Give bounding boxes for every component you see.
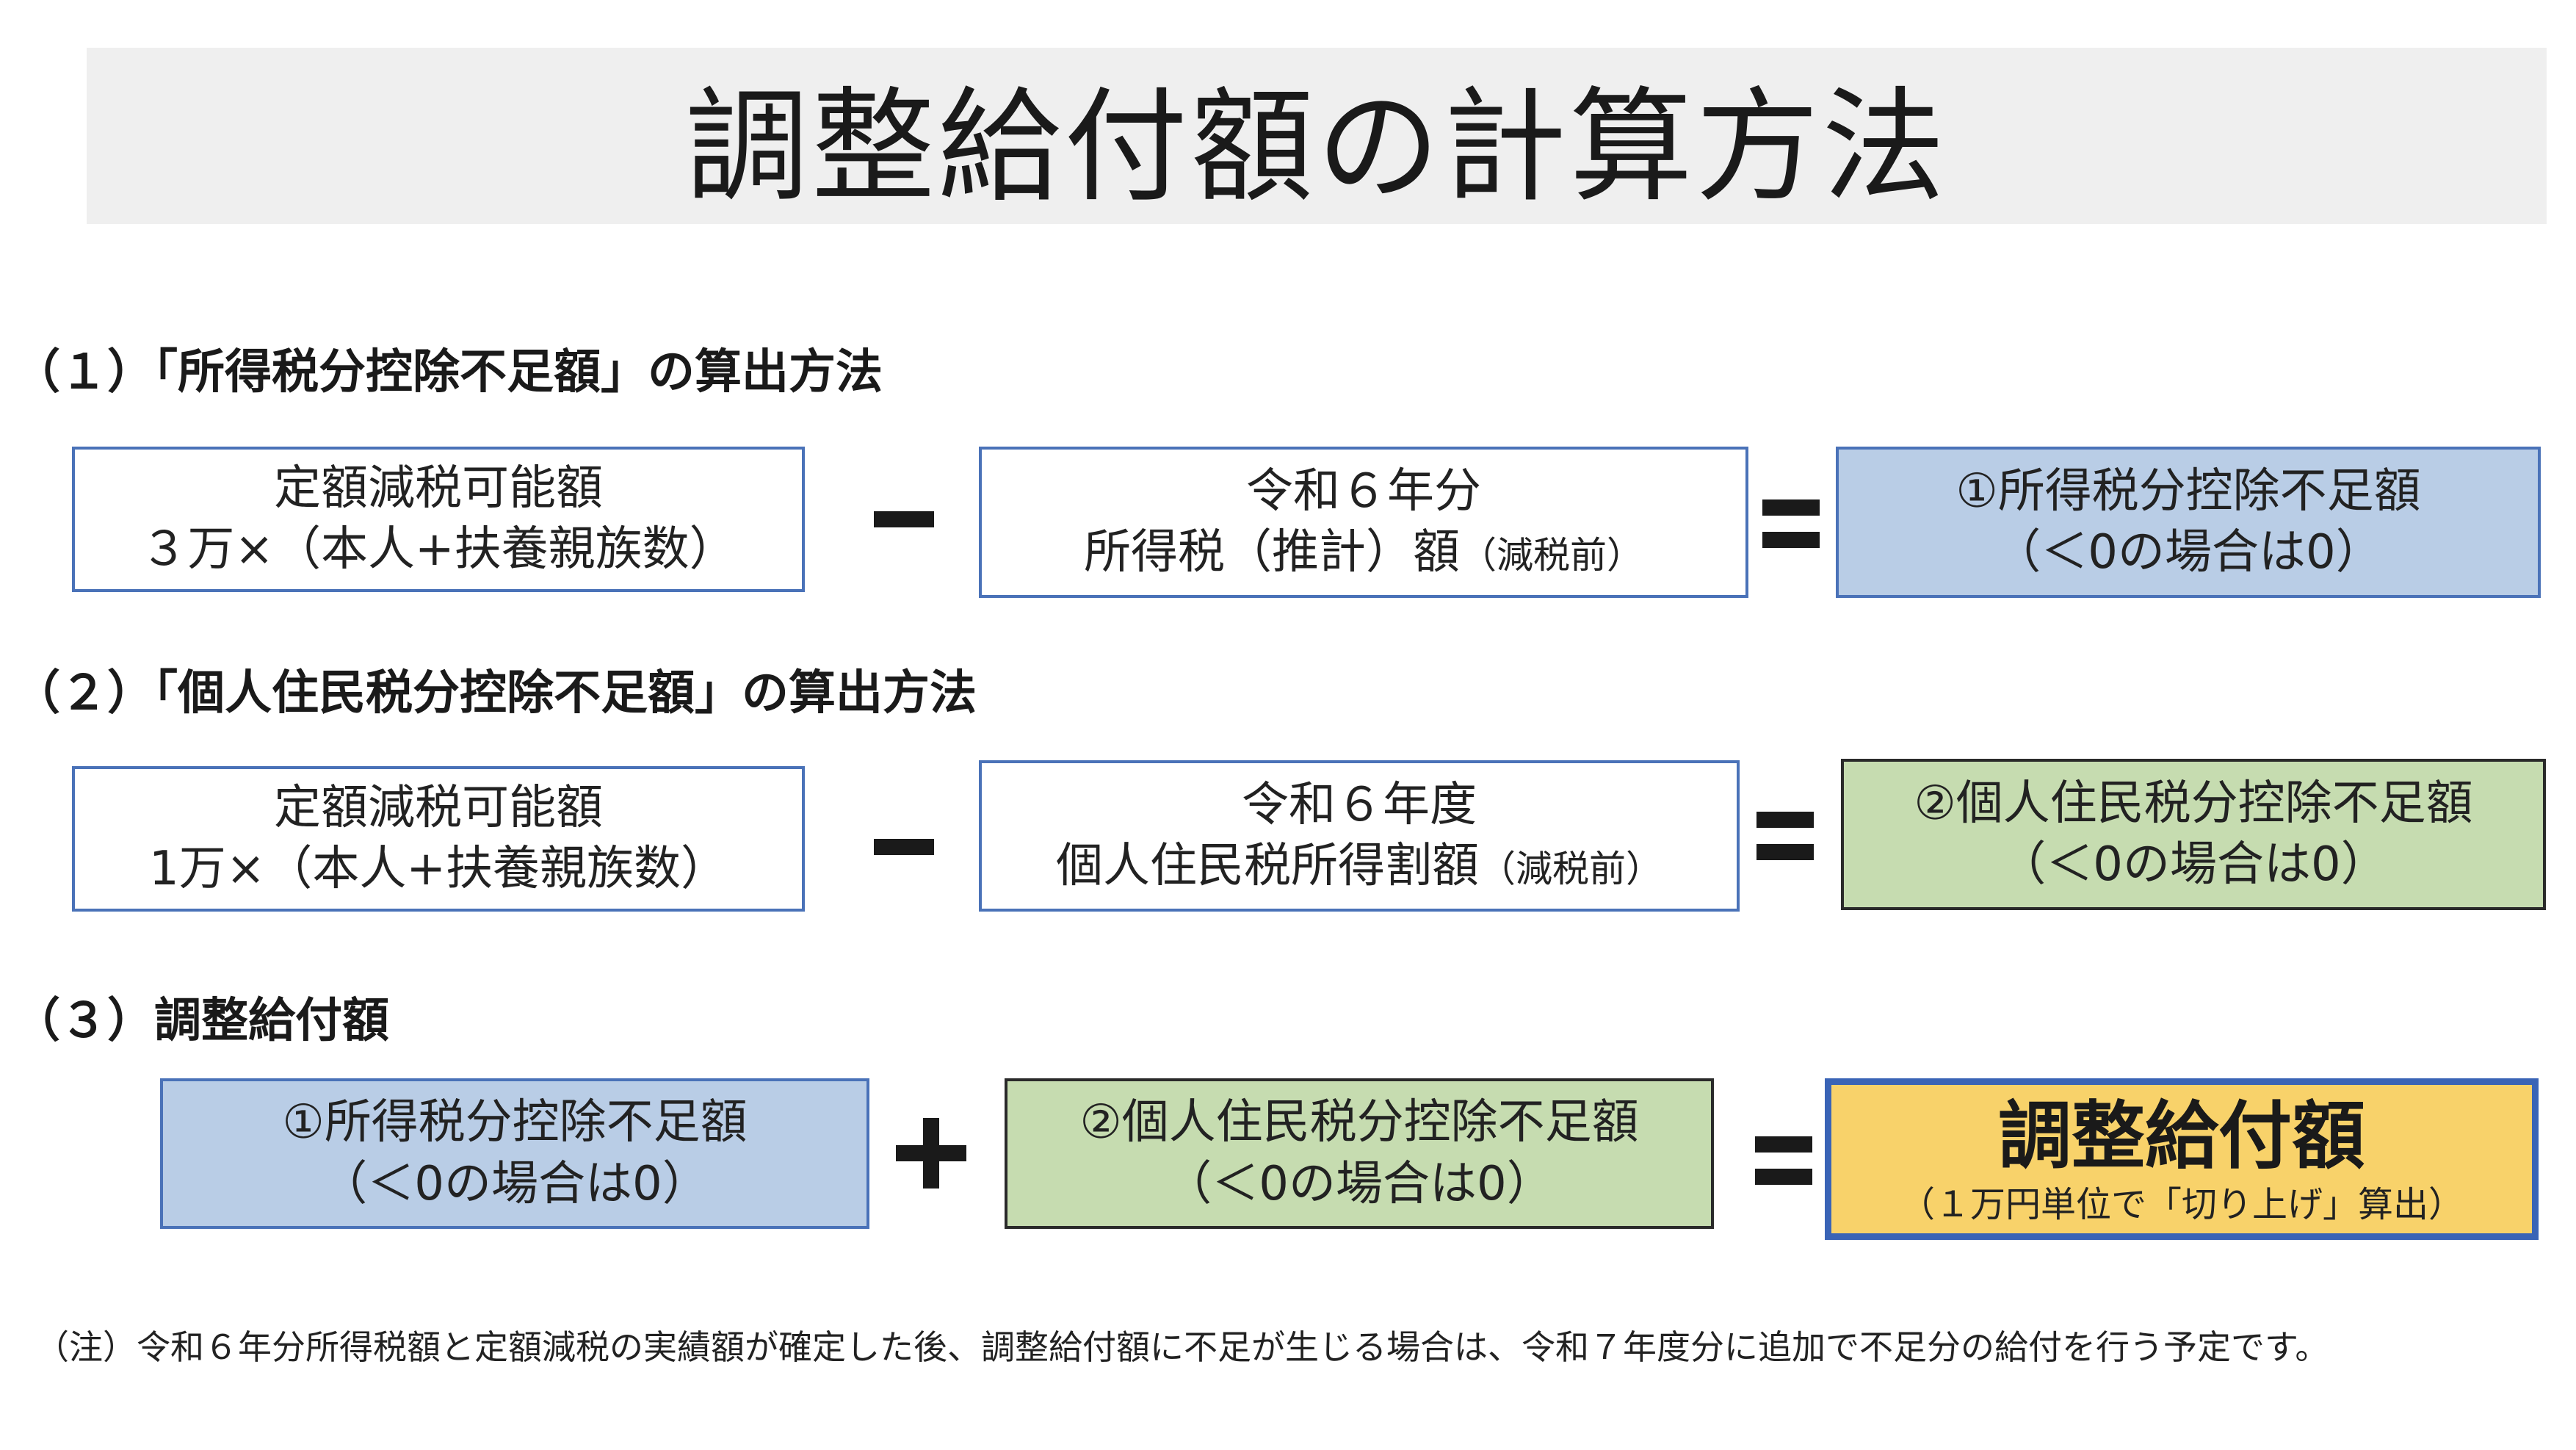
minus-icon [874, 511, 934, 527]
section3-box-a-line1: ①所得税分控除不足額 [282, 1095, 748, 1150]
section2-box-a-line1: 定額減税可能額 [274, 780, 603, 835]
result-title: 調整給付額 [1998, 1093, 2365, 1180]
section3-box-b-line2: （＜0の場合は0） [1165, 1156, 1554, 1211]
page-title: 調整給付額の計算方法 [685, 74, 1948, 219]
section3-box-b-line1: ②個人住民税分控除不足額 [1079, 1095, 1639, 1150]
equals-operator-1 [1762, 498, 1820, 549]
section1-box-b-line2-wrap: 所得税（推計）額（減税前） [1084, 522, 1643, 583]
section1-box-income-tax: 令和６年分 所得税（推計）額（減税前） [979, 447, 1748, 598]
section1-box-a-line1: 定額減税可能額 [274, 461, 603, 516]
equals-operator-3 [1755, 1135, 1812, 1186]
footnote: （注）令和６年分所得税額と定額減税の実績額が確定した後、調整給付額に不足が生じる… [35, 1327, 2329, 1367]
section2-box-b-line1: 令和６年度 [1242, 777, 1477, 832]
section3-heading: （３）調整給付額 [13, 994, 389, 1048]
section1-box-b-line1: 令和６年分 [1246, 464, 1481, 519]
equals-icon [1756, 812, 1814, 860]
section1-box-fixed-reduction: 定額減税可能額 ３万×（本人+扶養親族数） [72, 447, 805, 592]
section1-box-income-tax-shortfall: ①所得税分控除不足額 （＜0の場合は0） [1836, 447, 2541, 598]
section3-box-resident-tax-shortfall: ②個人住民税分控除不足額 （＜0の場合は0） [1005, 1078, 1714, 1229]
section3-box-income-tax-shortfall: ①所得税分控除不足額 （＜0の場合は0） [160, 1078, 869, 1229]
title-banner: 調整給付額の計算方法 [87, 48, 2547, 224]
section2-box-b-line2-note: （減税前） [1479, 848, 1663, 890]
section2-box-a-line2: 1万×（本人+扶養親族数） [149, 842, 728, 896]
section1-box-b-line2: 所得税（推計）額 [1084, 525, 1460, 580]
result-note: （１万円単位で「切り上げ」算出） [1899, 1184, 2464, 1226]
equals-icon [1755, 1136, 1812, 1185]
plus-operator [896, 1118, 966, 1189]
section1-box-c-line2: （＜0の場合は0） [1994, 525, 2383, 580]
section3-box-a-line2: （＜0の場合は0） [320, 1156, 709, 1211]
equals-operator-2 [1756, 810, 1814, 862]
plus-icon [896, 1118, 966, 1189]
section2-box-c-line2: （＜0の場合は0） [1999, 837, 2388, 892]
equals-icon [1762, 499, 1820, 548]
section1-box-b-line2-note: （減税前） [1460, 534, 1643, 577]
section2-box-c-line1: ②個人住民税分控除不足額 [1914, 776, 2473, 831]
minus-operator-2 [874, 821, 934, 873]
section1-box-c-line1: ①所得税分控除不足額 [1955, 464, 2421, 519]
minus-operator-1 [874, 494, 934, 545]
section2-box-resident-tax-shortfall: ②個人住民税分控除不足額 （＜0の場合は0） [1841, 759, 2546, 910]
section2-heading: （２）「個人住民税分控除不足額」の算出方法 [13, 666, 977, 721]
section1-heading: （１）「所得税分控除不足額」の算出方法 [13, 345, 883, 400]
section1-box-a-line2: ３万×（本人+扶養親族数） [140, 522, 737, 577]
section2-box-b-line2-wrap: 個人住民税所得割額（減税前） [1056, 836, 1663, 897]
section2-box-resident-tax: 令和６年度 個人住民税所得割額（減税前） [979, 760, 1740, 912]
minus-icon [874, 839, 934, 855]
section2-box-fixed-reduction: 定額減税可能額 1万×（本人+扶養親族数） [72, 766, 805, 912]
section2-box-b-line2: 個人住民税所得割額 [1056, 839, 1479, 893]
section3-result-box: 調整給付額 （１万円単位で「切り上げ」算出） [1825, 1078, 2539, 1240]
